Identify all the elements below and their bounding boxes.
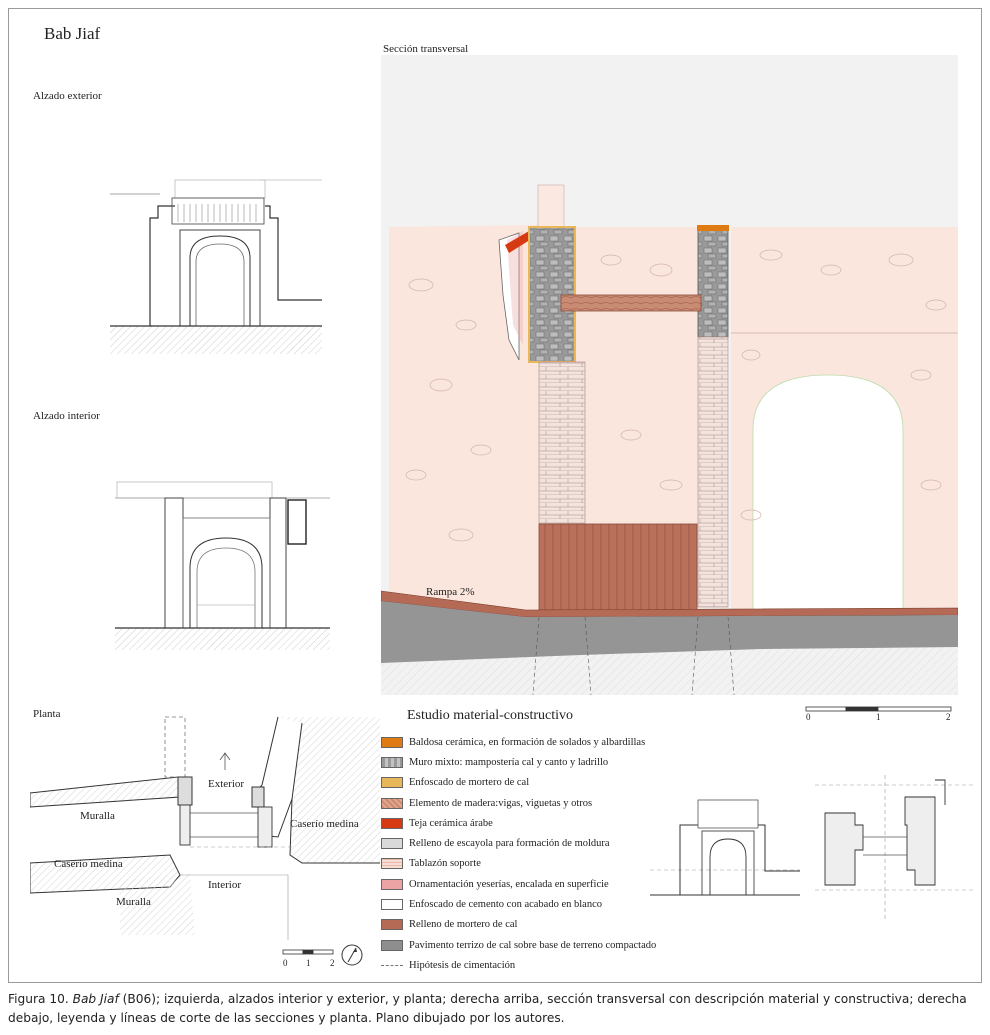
legend-item: Relleno de escayola para formación de mo… [381, 833, 681, 853]
legend-item: Muro mixto: mampostería cal y canto y la… [381, 752, 681, 772]
figure-frame [8, 8, 982, 983]
section-key-elevation-drawing [650, 799, 800, 896]
legend-label: Enfoscado de mortero de cal [409, 777, 530, 789]
legend-label: Pavimento terrizo de cal sobre base de t… [409, 939, 657, 951]
legend-swatch [381, 878, 403, 890]
legend-label: Relleno de mortero de cal [409, 919, 518, 931]
legend-swatch [381, 756, 403, 768]
legend-swatch [381, 939, 403, 951]
plan-scale-0: 0 [283, 958, 288, 968]
label-interior-elevation: Alzado interior [33, 410, 100, 422]
legend-item: Tablazón soporte [381, 854, 681, 874]
cross-section-drawing [381, 55, 958, 695]
legend-swatch [381, 919, 403, 931]
plan-scale-2: 2 [330, 958, 335, 968]
legend-label: Relleno de escayola para formación de mo… [409, 838, 610, 850]
legend-swatch [381, 899, 403, 911]
legend-swatch [381, 777, 403, 789]
plan-scale-1: 1 [306, 958, 311, 968]
plan-label-interior: Interior [208, 879, 241, 891]
legend-item: Baldosa cerámica, en formación de solado… [381, 732, 681, 752]
interior-elevation-drawing [115, 481, 330, 650]
legend-label: Enfoscado de cemento con acabado en blan… [409, 899, 602, 911]
legend-item: Enfoscado de cemento con acabado en blan… [381, 894, 681, 914]
label-cross-section: Sección transversal [383, 43, 469, 55]
plan-label-caserio-left: Caserío medina [54, 858, 123, 870]
legend-item: Relleno de mortero de cal [381, 915, 681, 935]
label-plan: Planta [33, 708, 61, 720]
plan-scale-bar [282, 949, 334, 955]
legend-item: Elemento de madera:vigas, viguetas y otr… [381, 793, 681, 813]
plan-label-exterior: Exterior [208, 778, 245, 790]
legend-item: Ornamentación yeserías, encalada en supe… [381, 874, 681, 894]
section-key-plan-drawing [815, 775, 975, 920]
plan-label-caserio-right: Caserío medina [290, 818, 359, 830]
legend-label: Muro mixto: mampostería cal y canto y la… [409, 756, 609, 768]
legend-swatch [381, 797, 403, 809]
legend-swatch [381, 858, 403, 870]
section-scale-bar [805, 706, 952, 712]
plan-drawing [30, 716, 380, 940]
caption-italic: Bab Jiaf [72, 992, 119, 1006]
legend-swatch [381, 736, 403, 748]
section-scale-2: 2 [946, 712, 951, 722]
north-arrow-icon [341, 944, 363, 966]
figure-caption: Figura 10. Bab Jiaf (B06); izquierda, al… [8, 990, 984, 1028]
legend-item: Hipótesis de cimentación [381, 955, 681, 975]
legend-item: Enfoscado de mortero de cal [381, 773, 681, 793]
plan-label-muralla-top: Muralla [80, 810, 115, 822]
legend-label: Tablazón soporte [409, 858, 481, 870]
exterior-elevation-drawing [110, 179, 322, 354]
label-exterior-elevation: Alzado exterior [33, 90, 102, 102]
legend-swatch [381, 965, 403, 967]
legend: Baldosa cerámica, en formación de solado… [381, 732, 681, 976]
legend-item: Pavimento terrizo de cal sobre base de t… [381, 935, 681, 955]
legend-label: Baldosa cerámica, en formación de solado… [409, 736, 646, 748]
section-scale-0: 0 [806, 712, 811, 722]
caption-rest: (B06); izquierda, alzados interior y ext… [8, 992, 967, 1025]
legend-label: Hipótesis de cimentación [409, 959, 516, 971]
plan-label-muralla-bottom: Muralla [116, 896, 151, 908]
legend-swatch [381, 817, 403, 829]
legend-swatch [381, 838, 403, 850]
legend-label: Elemento de madera:vigas, viguetas y otr… [409, 797, 593, 809]
figure-title: Bab Jiaf [44, 24, 101, 43]
legend-label: Ornamentación yeserías, encalada en supe… [409, 878, 609, 890]
legend-title: Estudio material-constructivo [407, 708, 574, 723]
caption-prefix: Figura 10. [8, 992, 73, 1006]
legend-item: Teja cerámica árabe [381, 813, 681, 833]
section-scale-1: 1 [876, 712, 881, 722]
legend-label: Teja cerámica árabe [409, 817, 493, 829]
section-annotation-ramp: Rampa 2% [426, 586, 475, 598]
